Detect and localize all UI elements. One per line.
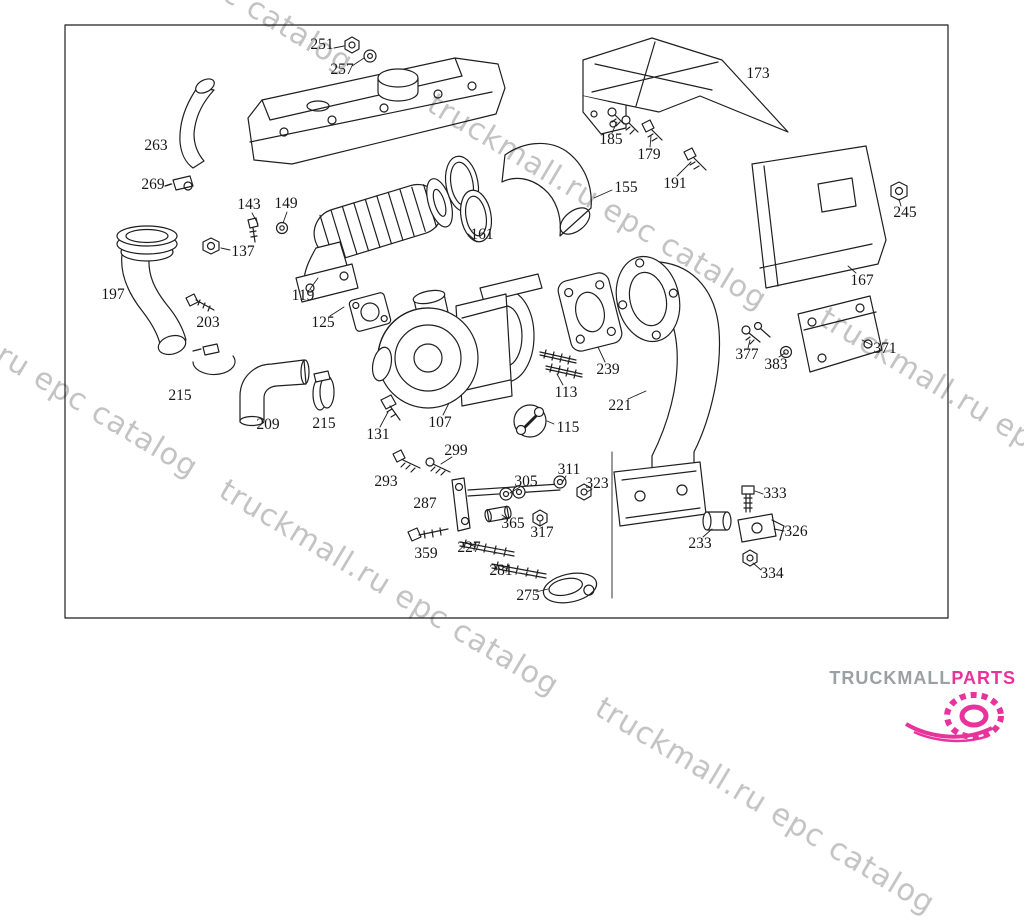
part-label-275: 275 (516, 587, 540, 604)
part-label-155: 155 (614, 179, 638, 196)
truckmall-logo: TRUCKMALLPARTS (829, 669, 1016, 748)
part-label-281: 281 (489, 562, 513, 579)
nut-245-part (890, 181, 908, 201)
hose-rings-155-part (444, 142, 592, 243)
part-label-179: 179 (637, 146, 661, 163)
part-label-239: 239 (596, 361, 620, 378)
part-label-333: 333 (763, 485, 787, 502)
part-label-317: 317 (530, 524, 554, 541)
part-label-377: 377 (735, 346, 759, 363)
hose-clamp-215b-part (312, 370, 335, 411)
exploded-parts-diagram (64, 24, 949, 619)
part-label-125: 125 (311, 314, 335, 331)
part-label-191: 191 (663, 175, 687, 192)
part-label-161: 161 (470, 226, 494, 243)
part-label-287: 287 (413, 495, 437, 512)
studs-113-part (539, 349, 583, 379)
part-label-149: 149 (274, 195, 298, 212)
breather-hose-part (179, 78, 215, 169)
nut-317-part (532, 509, 548, 527)
part-label-215: 215 (168, 387, 192, 404)
cover-panel-167-part (751, 145, 887, 289)
bolt-333-part (741, 485, 755, 513)
part-label-371: 371 (873, 340, 897, 357)
part-label-326: 326 (784, 523, 808, 540)
spacer-365-part (484, 505, 512, 523)
part-label-215: 215 (312, 415, 336, 432)
bolt-131-part (380, 394, 401, 421)
bolt-185-part (607, 107, 639, 135)
logo-brand: TRUCKMALL (829, 668, 952, 688)
part-label-251: 251 (310, 36, 334, 53)
air-intake-elbow-part (116, 225, 187, 356)
valve-cover-part (247, 57, 506, 165)
part-label-131: 131 (366, 426, 390, 443)
part-label-299: 299 (444, 442, 468, 459)
part-label-137: 137 (231, 243, 255, 260)
part-label-257: 257 (330, 61, 354, 78)
nut-334-part (742, 549, 758, 567)
bolt-359-part (407, 527, 449, 542)
part-label-221: 221 (608, 397, 632, 414)
exhaust-pipe-part (613, 255, 721, 527)
part-labels-layer: 251 257 263 269 143 149 137 119 125 197 203 215 209 2… (101, 36, 917, 604)
washer-149-part (275, 221, 289, 235)
gasket-239-part (557, 272, 623, 352)
part-label-269: 269 (141, 176, 165, 193)
part-label-167: 167 (850, 272, 874, 289)
part-label-119: 119 (291, 287, 315, 304)
part-label-227: 227 (457, 539, 481, 556)
stud-281-part (491, 561, 547, 579)
turbocharger-part (371, 273, 543, 409)
bolt-191-part (683, 147, 707, 171)
hose-clamp-215a-part (192, 343, 236, 376)
washer-257-part (363, 49, 377, 63)
part-label-359: 359 (414, 545, 438, 562)
bolt-179-part (641, 119, 663, 142)
bracket-371-part (797, 295, 883, 373)
part-label-113: 113 (554, 384, 578, 401)
part-label-293: 293 (374, 473, 398, 490)
bolt-293-part (392, 449, 421, 473)
part-label-115: 115 (556, 419, 580, 436)
part-label-233: 233 (688, 535, 712, 552)
pad-275-part (542, 572, 598, 604)
wrench-icon (513, 404, 547, 438)
part-label-185: 185 (599, 131, 623, 148)
flange-119-part (295, 263, 359, 303)
part-label-197: 197 (101, 286, 125, 303)
bolt-299-part (425, 457, 451, 476)
part-label-245: 245 (893, 204, 917, 221)
logo-text: TRUCKMALLPARTS (829, 669, 1016, 687)
clamp-326-part (737, 513, 785, 543)
part-label-334: 334 (760, 565, 784, 582)
gear-icon (904, 692, 1004, 743)
nut-137-part (202, 237, 220, 255)
diagram-border (64, 24, 949, 619)
bolt-377-part (741, 321, 771, 345)
washer-383-part (779, 345, 793, 359)
part-label-209: 209 (256, 416, 280, 433)
stud-227-part (459, 539, 515, 557)
part-label-173: 173 (746, 65, 770, 82)
clamp-screw-203-part (185, 293, 215, 312)
part-label-305: 305 (514, 473, 538, 490)
logo-suffix: PARTS (951, 668, 1016, 688)
part-label-263: 263 (144, 137, 168, 154)
part-label-107: 107 (428, 414, 452, 431)
leader-lines (165, 45, 902, 599)
part-label-323: 323 (585, 475, 609, 492)
rubber-elbow-part (239, 359, 310, 427)
bushing-233-part (702, 511, 732, 531)
washer-311-part (553, 475, 567, 489)
part-label-311: 311 (557, 461, 581, 478)
bolt-143-part (247, 217, 259, 243)
part-label-383: 383 (764, 356, 788, 373)
nut-251-part (344, 36, 360, 54)
gasket-125-part (348, 292, 392, 332)
part-label-365: 365 (501, 515, 525, 532)
part-label-143: 143 (237, 196, 261, 213)
part-label-203: 203 (196, 314, 220, 331)
